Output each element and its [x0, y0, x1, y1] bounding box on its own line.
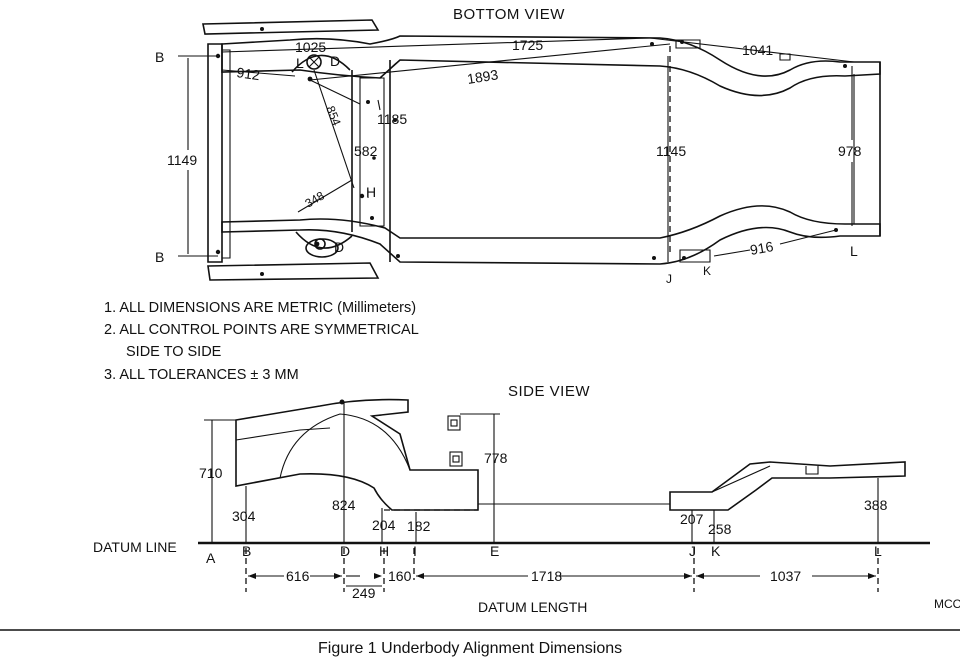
- side-view-datum: [198, 402, 930, 592]
- point-b-top-label: B: [155, 49, 164, 65]
- side-point-d: D: [340, 543, 350, 559]
- point-j-label: J: [666, 272, 672, 286]
- bottom-view-dimension-lines: [178, 37, 855, 257]
- length-1037-label: 1037: [770, 568, 801, 584]
- figure-caption: Figure 1 Underbody Alignment Dimensions: [318, 640, 622, 657]
- height-304-label: 304: [232, 508, 256, 524]
- corner-code: MCO: [934, 597, 960, 611]
- dim-1725-label: 1725: [512, 37, 543, 53]
- length-160-label: 160: [388, 568, 412, 584]
- height-710-label: 710: [199, 465, 223, 481]
- length-616-label: 616: [286, 568, 310, 584]
- point-d-top-label: D: [330, 53, 340, 69]
- height-207-label: 207: [680, 511, 704, 527]
- side-point-l: L: [874, 543, 882, 559]
- length-1718-label: 1718: [531, 568, 562, 584]
- bottom-view-title: BOTTOM VIEW: [453, 6, 565, 23]
- height-778-label: 778: [484, 450, 508, 466]
- side-point-b: B: [242, 543, 251, 559]
- dim-1149-label: 1149: [167, 152, 197, 168]
- datum-length-label: DATUM LENGTH: [478, 599, 587, 615]
- datum-line-label: DATUM LINE: [93, 539, 177, 555]
- side-view-title: SIDE VIEW: [508, 383, 590, 400]
- dim-582-label: 582: [354, 143, 378, 159]
- note-2-continued: SIDE TO SIDE: [126, 344, 222, 360]
- note-1: 1. ALL DIMENSIONS ARE METRIC (Millimeter…: [104, 300, 416, 316]
- dim-1893-label: 1893: [466, 66, 499, 87]
- dim-916-label: 916: [749, 238, 775, 258]
- side-point-j: J: [689, 543, 696, 559]
- dim-854-label: 854: [323, 104, 344, 128]
- notes-block: 1. ALL DIMENSIONS ARE METRIC (Millimeter…: [104, 300, 419, 383]
- side-point-k: K: [711, 543, 721, 559]
- dim-1025-label: 1025: [295, 39, 326, 55]
- side-point-e: E: [490, 543, 499, 559]
- height-204-label: 204: [372, 517, 396, 533]
- dim-1145-label: 1145: [656, 143, 686, 159]
- dim-912-label: 912: [236, 64, 262, 83]
- point-l-label: L: [850, 243, 858, 259]
- dim-1185-label: 1185: [377, 111, 407, 127]
- dim-1041-label: 1041: [742, 42, 773, 58]
- side-point-i: I: [413, 543, 417, 559]
- side-point-h: H: [379, 543, 389, 559]
- height-258-label: 258: [708, 521, 732, 537]
- dim-978-label: 978: [838, 143, 862, 159]
- point-k-label: K: [703, 264, 711, 278]
- point-l-top-label: L: [296, 55, 304, 71]
- height-388-label: 388: [864, 497, 888, 513]
- side-view-frame: [235, 398, 906, 511]
- note-3: 3. ALL TOLERANCES ± 3 MM: [104, 367, 299, 383]
- control-point-d-symbol: [306, 54, 326, 250]
- height-182-label: 182: [407, 518, 431, 534]
- height-824-label: 824: [332, 497, 356, 513]
- point-d-bottom-label: D: [334, 239, 344, 255]
- length-249-label: 249: [352, 585, 376, 601]
- note-2: 2. ALL CONTROL POINTS ARE SYMMETRICAL: [104, 322, 419, 338]
- point-b-bottom-label: B: [155, 249, 164, 265]
- side-point-a: A: [206, 550, 216, 566]
- bottom-view-frame: [202, 19, 881, 281]
- point-h-label: H: [366, 184, 376, 200]
